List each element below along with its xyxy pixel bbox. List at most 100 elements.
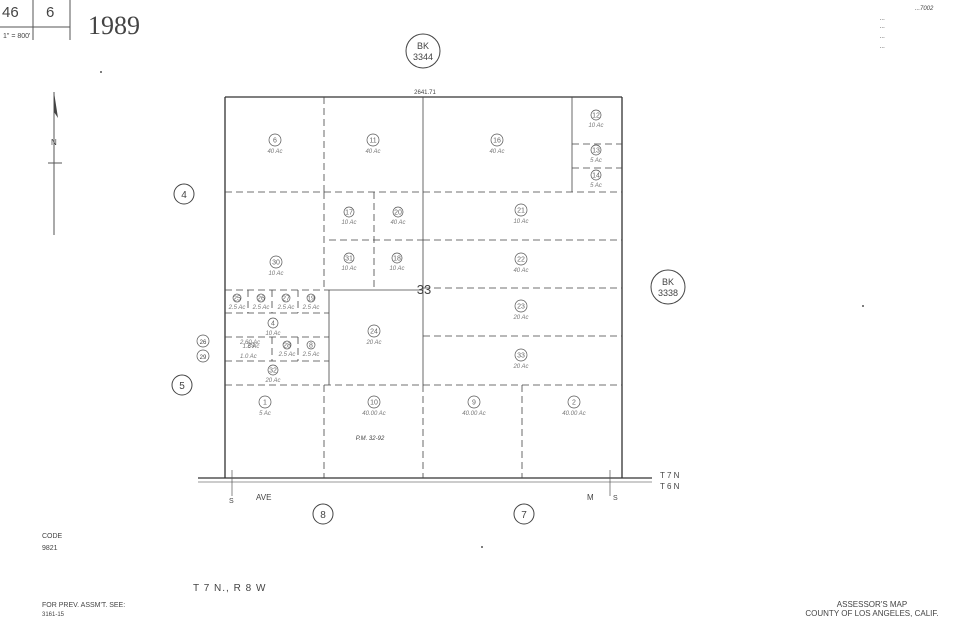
map-speck [100,71,102,73]
parcel-area: 20 Ac [512,315,528,321]
parcel-number: 4 [271,321,275,328]
adjacent-page-4: 4 [173,183,195,205]
parcel-area: 10 Ac [513,219,528,225]
parcel-number: 17 [345,210,353,217]
parcel-area: 40 Ac [513,268,528,274]
parcel: 252.5 Ac [228,293,246,311]
top-dimension: 2641.71 [414,90,436,96]
parcel: 32 20 Ac [264,364,281,384]
parcel-number: 14 [592,173,600,180]
parcel-circle [367,395,381,409]
parcel-area: 5 Ac [590,158,602,164]
parcel: 6 40 Ac [267,133,283,155]
parcel-area: 5 Ac [259,411,271,417]
parcel-number: 13 [592,148,600,155]
parcel-number: 29 [247,343,255,350]
parcel: 13 5 Ac [590,144,602,164]
parcel-number: 18 [393,256,401,263]
parcel-circle [567,395,581,409]
stamp-line: ... [880,24,885,30]
parcel-number: 8 [309,343,313,350]
map-speck [481,546,483,548]
parcel-number: 26 [257,296,265,303]
book-ref-number: 3338 [658,288,678,298]
parcel: 17 10 Ac [341,206,357,226]
north-label: N [51,138,57,147]
parcel-number: 32 [269,368,277,375]
parcel-area: 40 Ac [267,149,282,155]
parcel-area: 2.5 Ac [302,352,320,358]
street-labels: S AVE M S [229,470,618,505]
recorded-map-ref: P.M. 32-92 [356,436,385,442]
parcel-circle [514,348,528,362]
parcel-area: 10 Ac [341,220,356,226]
parcel-circle [281,293,291,303]
parcel-circle [590,144,602,156]
parcel-area: 40 Ac [365,149,380,155]
parcel-number: 33 [517,353,525,360]
street-letter: S [613,495,618,502]
parcel: 18 10 Ac [389,252,405,272]
parcel-area: 2.5 Ac [228,305,246,311]
parcel-circle [343,252,355,264]
parcel-number: 23 [517,304,525,311]
parcel-circle [268,133,282,147]
parcel: 262.5 Ac [252,293,269,311]
book-ref-label: BK [417,41,429,51]
parcel: 940.00 Ac [462,395,486,417]
parcel-number: 6 [273,138,277,145]
parcel-circle [590,169,602,181]
parcel-number: 2 [572,400,576,407]
township-range: T 7 N., R 8 W [193,583,266,594]
parcel: 33 20 Ac [512,348,529,370]
parcel: 14 5 Ac [590,169,602,189]
parcel-circle [282,340,292,350]
parcel-circle [514,299,528,313]
parcel-area: 10 Ac [588,123,603,129]
parcel: 272.5 Ac [277,293,295,311]
page-ref: 8 [320,510,326,521]
book-ref-east: BK 3338 [650,269,686,305]
parcel-circle [391,252,403,264]
parcel-area: 10 Ac [389,266,404,272]
parcel: 2 40.00 Ac [562,395,586,417]
parcel-circle [490,133,504,147]
side-parcel-area: 1.0 Ac [240,354,257,360]
map-year: 1989 [88,11,140,40]
footer-line1: ASSESSOR'S MAP [837,600,907,609]
township-line-labels: T 7 N T 6 N [660,471,680,491]
parcel-area: 20 Ac [512,364,528,370]
parcel: 410 Ac [265,317,281,337]
parcel-area: 2.5 Ac [278,352,296,358]
side-parcel-area: 2.60 Ac [239,340,260,346]
section-boundary [198,96,652,483]
parcel-circle [590,109,602,121]
parcel-area: 10 Ac [341,266,356,272]
parcel-number: 26 [200,340,207,346]
parcel-circle [392,206,404,218]
parcel-number: 22 [517,257,525,264]
parcel-circle [366,133,380,147]
parcel-area: 1.6 Ac [243,344,260,350]
parcel-circle [258,395,272,409]
township-label: T 6 N [660,482,680,491]
parcel-number: 9 [472,400,476,407]
parcel-area: 2.5 Ac [277,305,295,311]
parcel: 8 2.5 Ac [302,340,320,358]
parcel-area: 5 Ac [590,183,602,189]
code-label: CODE [42,533,63,540]
book-ref-north: BK 3344 [405,33,441,69]
parcel-area: 40.00 Ac [562,411,585,417]
parcel-circle [514,203,528,217]
north-arrow-icon: N [48,92,62,235]
parcel-number: 29 [200,355,207,361]
scale-note: 1" = 800' [3,33,30,40]
parcel-circle [232,293,242,303]
parcel-area: 20 Ac [264,378,280,384]
